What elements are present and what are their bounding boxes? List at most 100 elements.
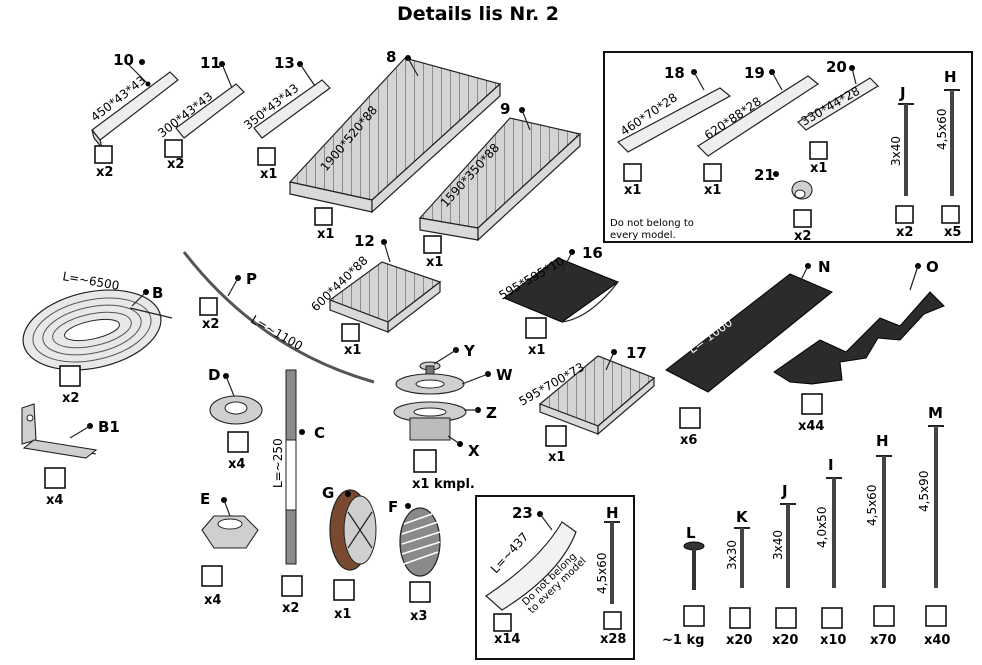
part-F-number: F [388,498,398,516]
part-18-quantity: x1 [624,183,641,198]
part-8: 8 1900*520*88 x1 [288,48,502,242]
part-G-drawing [329,489,377,571]
part-F: F x3 [388,498,441,624]
fastener-M-drawing [928,425,944,588]
part-B-checkbox[interactable] [59,365,81,387]
fastener-I-checkbox[interactable] [821,607,843,629]
fastener-K-quantity: x20 [726,633,752,648]
box1-screw-H-quantity: x5 [944,225,961,240]
fastener-K-letter: K [736,508,749,526]
fastener-L-checkbox[interactable] [683,605,705,627]
fastener-J-checkbox[interactable] [775,607,797,629]
part-19-number: 19 [744,64,765,82]
part-19-checkbox[interactable] [703,163,722,182]
part-N-number: N [818,258,831,276]
part-P-checkbox[interactable] [199,297,218,316]
part-23-drawing [485,521,577,611]
part-P-quantity: x2 [202,317,219,332]
fastener-K-drawing [734,527,750,588]
part-O-checkbox[interactable] [801,393,823,415]
fastener-L-drawing [683,541,705,590]
box-1-note-line-2: every model. [610,230,676,241]
fastener-K-checkbox[interactable] [729,607,751,629]
fastener-I-quantity: x10 [820,633,846,648]
part-21-checkbox[interactable] [793,209,812,228]
part-D-number: D [208,366,220,384]
part-17-checkbox[interactable] [545,425,567,447]
drain-quantity: x1 kmpl. [412,477,475,492]
part-N-drawing [665,273,833,393]
part-11-checkbox[interactable] [164,139,183,158]
part-D: D x4 [208,366,263,472]
part-D-quantity: x4 [228,457,245,472]
part-D-checkbox[interactable] [227,431,249,453]
part-17-number: 17 [626,344,647,362]
box2-screw-H-checkbox[interactable] [603,611,622,630]
part-12-number: 12 [354,232,375,250]
part-B1-checkbox[interactable] [44,467,66,489]
fastener-K-size: 3x30 [725,540,739,570]
drain-assembly-drawing [393,361,467,441]
part-16-checkbox[interactable] [525,317,547,339]
part-B-length: L=~6500 [61,269,120,293]
fastener-I-size: 4,0x50 [815,507,829,548]
part-13-checkbox[interactable] [257,147,276,166]
part-F-drawing [399,507,441,577]
part-G-number: G [322,484,334,502]
part-23-checkbox[interactable] [493,613,512,632]
box1-screw-J-checkbox[interactable] [895,205,914,224]
fastener-M-quantity: x40 [924,633,950,648]
part-16: 16 595*595*10 x1 [497,244,620,358]
part-F-checkbox[interactable] [409,581,431,603]
part-17-quantity: x1 [548,450,565,465]
part-C-checkbox[interactable] [281,575,303,597]
box1-screw-J-size: 3x40 [889,136,903,166]
part-P-drawing [182,251,375,384]
part-C: C L=~250 x2 [271,369,325,616]
part-11: 11 300*43*43 x2 [155,54,245,172]
part-20-checkbox[interactable] [809,141,828,160]
box1-screw-J-letter: J [899,84,906,102]
fastener-M-checkbox[interactable] [925,605,947,627]
part-8-checkbox[interactable] [314,207,333,226]
part-B-quantity: x2 [62,391,79,406]
box1-screw-H-letter: H [944,68,957,86]
drain-part-Z: Z [486,404,497,422]
fastener-J-quantity: x20 [772,633,798,648]
part-E-checkbox[interactable] [201,565,223,587]
box2-screw-H-quantity: x28 [600,632,626,647]
part-9-checkbox[interactable] [423,235,442,254]
part-C-number: C [314,424,325,442]
part-10-checkbox[interactable] [94,145,113,164]
optional-parts-box-1: 18 460*70*28 x1 19 620*88*28 x1 20 330*4… [603,51,973,244]
part-12: 12 600*440*88 x1 [308,232,442,358]
drain-checkbox[interactable] [413,449,437,473]
part-B1-number: B1 [98,418,120,436]
part-D-drawing [209,395,263,425]
part-N-checkbox[interactable] [679,407,701,429]
part-18-checkbox[interactable] [623,163,642,182]
box1-screw-H-checkbox[interactable] [941,205,960,224]
fastener-H-quantity: x70 [870,633,896,648]
fastener-L-quantity: ~1 kg [662,633,704,648]
part-9-quantity: x1 [426,255,443,270]
box2-screw-H-letter: H [606,504,619,522]
fastener-H-checkbox[interactable] [873,605,895,627]
part-10-number: 10 [113,51,134,69]
part-9-number: 9 [500,100,510,118]
part-11-drawing [175,83,245,139]
part-B1-quantity: x4 [46,493,63,508]
part-C-quantity: x2 [282,601,299,616]
fastener-J-size: 3x40 [771,530,785,560]
fastener-K: K 3x30 x20 [725,508,752,648]
part-B1: B1 x4 [21,403,120,508]
part-20-drawing [797,77,879,131]
part-G-checkbox[interactable] [333,579,355,601]
box-2-frame [475,495,635,660]
part-12-checkbox[interactable] [341,323,360,342]
part-21-number: 21 [754,166,775,184]
part-C-length: L=~250 [271,438,285,488]
fastener-L-letter: L [686,524,696,542]
drain-part-Y: Y [463,342,476,360]
